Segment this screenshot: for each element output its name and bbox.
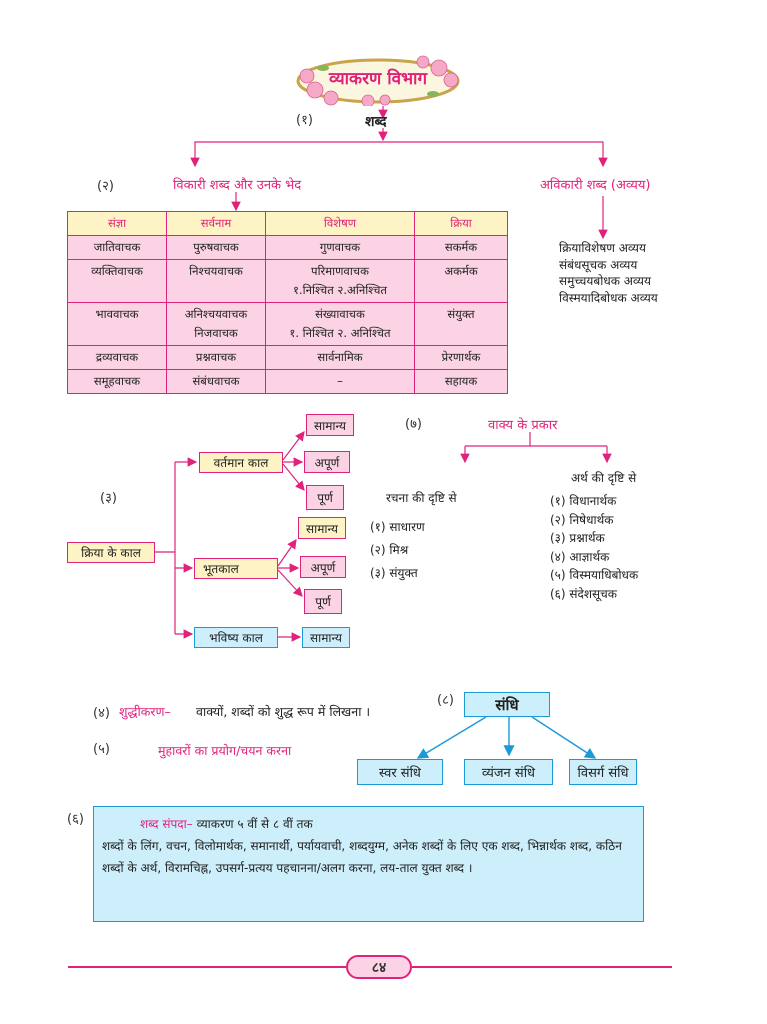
table-cell: द्रव्यवाचक bbox=[67, 345, 167, 370]
table-cell: सकर्मक bbox=[414, 235, 508, 260]
list-item: (६) संदेशसूचक bbox=[550, 586, 618, 601]
table-row: जातिवाचक पुरुषवाचक गुणवाचक सकर्मक bbox=[67, 235, 508, 260]
vocab-label-rest: व्याकरण ५ वीं से ८ वीं तक bbox=[196, 817, 313, 831]
swar-sandhi: स्वर संधि bbox=[357, 759, 443, 785]
table-cell: प्रश्नवाचक bbox=[166, 345, 266, 370]
list-item: (५) विस्मयाधिबोधक bbox=[550, 568, 639, 582]
future-samanya: सामान्य bbox=[302, 627, 350, 648]
list-item: विस्मयादिबोधक अव्यय bbox=[559, 290, 658, 305]
section-number-8: (८) bbox=[437, 693, 454, 708]
past-purna: पूर्ण bbox=[304, 589, 342, 614]
present-tense: वर्तमान काल bbox=[199, 452, 283, 473]
present-apurna: अपूर्ण bbox=[304, 451, 350, 473]
table-header: सर्वनाम bbox=[166, 211, 266, 236]
muhavare-label: मुहावरों का प्रयोग/चयन करना bbox=[158, 743, 292, 758]
table-cell: व्यक्तिवाचक bbox=[67, 259, 167, 303]
kaal-root: क्रिया के काल bbox=[67, 542, 155, 563]
vakya-title: वाक्य के प्रकार bbox=[488, 418, 558, 433]
list-item: (३) संयुक्त bbox=[370, 566, 418, 580]
list-item: (२) निषेधार्थक bbox=[550, 512, 614, 527]
table-cell: भाववाचक bbox=[67, 302, 167, 346]
section-number-4: (४) bbox=[93, 706, 110, 721]
table-cell: संख्यावाचक १. निश्चित २. अनिश्चित bbox=[265, 302, 415, 346]
table-cell: पुरुषवाचक bbox=[166, 235, 266, 260]
table-cell: समूहवाचक bbox=[67, 369, 167, 394]
vocab-body: शब्दों के लिंग, वचन, विलोमार्थक, समानार्… bbox=[102, 839, 622, 875]
table-header: संज्ञा bbox=[67, 211, 167, 236]
table-row: द्रव्यवाचक प्रश्नवाचक सार्वनामिक प्रेरणा… bbox=[67, 345, 508, 370]
list-item: समुच्चयबोधक अव्यय bbox=[559, 274, 651, 288]
table-cell: सार्वनामिक bbox=[265, 345, 415, 370]
shuddhikaran-label: शुद्धीकरण– bbox=[119, 704, 171, 719]
past-apurna: अपूर्ण bbox=[300, 556, 346, 578]
page-number: ८४ bbox=[371, 959, 387, 976]
table-cell: निश्चयवाचक bbox=[166, 259, 266, 303]
vocab-heading: शब्द संपदा– व्याकरण ५ वीं से ८ वीं तक bbox=[102, 813, 635, 835]
section-number-3: (३) bbox=[100, 491, 117, 506]
table-header: क्रिया bbox=[414, 211, 508, 236]
avikari-list: क्रियाविशेषण अव्यय संबंधसूचक अव्यय समुच्… bbox=[559, 240, 658, 306]
future-tense: भविष्य काल bbox=[194, 627, 278, 648]
vocab-box: शब्द संपदा– व्याकरण ५ वीं से ८ वीं तक शब… bbox=[93, 806, 644, 922]
list-item: (१) साधारण bbox=[370, 520, 425, 534]
rachna-list: (१) साधारण (२) मिश्र (३) संयुक्त bbox=[370, 516, 425, 585]
list-item: (४) आज्ञार्थक bbox=[550, 549, 610, 564]
table-cell: सहायक bbox=[414, 369, 508, 394]
sandhi-root: संधि bbox=[464, 692, 550, 717]
table-row: व्यक्तिवाचक निश्चयवाचक परिमाणवाचक १.निश्… bbox=[67, 259, 508, 303]
table-cell: प्रेरणार्थक bbox=[414, 345, 508, 370]
table-cell: परिमाणवाचक १.निश्चित २.अनिश्चित bbox=[265, 259, 415, 303]
vikari-table: संज्ञा सर्वनाम विशेषण क्रिया जातिवाचक पु… bbox=[67, 211, 508, 394]
list-item: संबंधसूचक अव्यय bbox=[559, 257, 638, 272]
table-cell: संयुक्त bbox=[414, 302, 508, 346]
section-number-2: (२) bbox=[97, 179, 114, 194]
section-number-1: (१) bbox=[296, 113, 313, 128]
list-item: (३) प्रश्नार्थक bbox=[550, 531, 605, 545]
section-number-7: (७) bbox=[405, 417, 422, 432]
table-cell: अनिश्चयवाचक निजवाचक bbox=[166, 302, 266, 346]
list-item: (१) विधानार्थक bbox=[550, 494, 617, 508]
table-row: समूहवाचक संबंधवाचक – सहायक bbox=[67, 369, 508, 394]
present-samanya: सामान्य bbox=[306, 414, 354, 436]
list-item: क्रियाविशेषण अव्यय bbox=[559, 241, 646, 255]
table-cell: जातिवाचक bbox=[67, 235, 167, 260]
section-number-6: (६) bbox=[67, 812, 84, 827]
vikari-title: विकारी शब्द और उनके भेद bbox=[173, 178, 302, 193]
vocab-label: शब्द संपदा– bbox=[140, 817, 193, 831]
table-row: भाववाचक अनिश्चयवाचक निजवाचक संख्यावाचक १… bbox=[67, 302, 508, 346]
flower-wreath-icon bbox=[296, 55, 460, 106]
shuddhikaran-text: वाक्यों, शब्दों को शुद्ध रूप में लिखना । bbox=[196, 704, 371, 719]
avikari-title: अविकारी शब्द (अव्यय) bbox=[540, 178, 651, 193]
present-purna: पूर्ण bbox=[306, 485, 344, 510]
visarg-sandhi: विसर्ग संधि bbox=[569, 759, 637, 785]
table-cell: – bbox=[265, 369, 415, 394]
table-header: विशेषण bbox=[265, 211, 415, 236]
table-header-row: संज्ञा सर्वनाम विशेषण क्रिया bbox=[67, 211, 508, 236]
arth-title: अर्थ की दृष्टि से bbox=[571, 471, 637, 485]
shabd-root: शब्द bbox=[365, 114, 387, 130]
page-title: व्याकरण विभाग bbox=[328, 69, 428, 89]
table-cell: अकर्मक bbox=[414, 259, 508, 303]
list-item: (२) मिश्र bbox=[370, 543, 409, 557]
page-number-badge: ८४ bbox=[346, 955, 412, 979]
table-cell: संबंधवाचक bbox=[166, 369, 266, 394]
section-number-5: (५) bbox=[93, 742, 110, 757]
table-cell: गुणवाचक bbox=[265, 235, 415, 260]
arth-list: (१) विधानार्थक (२) निषेधार्थक (३) प्रश्न… bbox=[550, 492, 638, 603]
past-tense: भूतकाल bbox=[194, 558, 278, 579]
rachna-title: रचना की दृष्टि से bbox=[386, 491, 457, 505]
vyanjan-sandhi: व्यंजन संधि bbox=[464, 759, 553, 785]
past-samanya: सामान्य bbox=[298, 517, 346, 539]
header-banner: व्याकरण विभाग bbox=[293, 54, 463, 106]
